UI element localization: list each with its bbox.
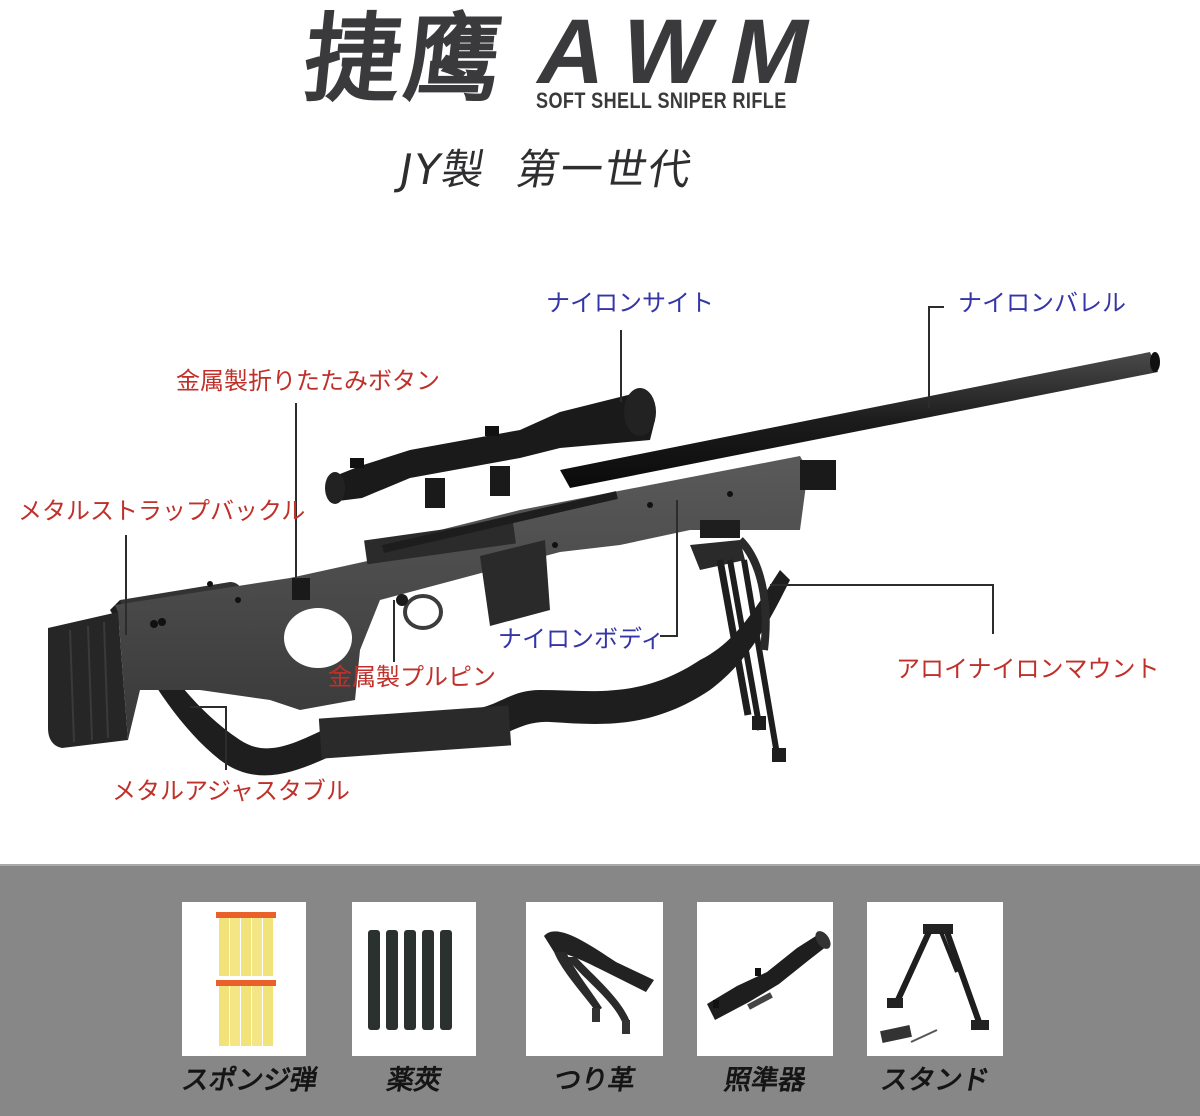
scope-icon	[707, 931, 831, 1020]
title-subtitle: SOFT SHELL SNIPER RIFLE	[536, 88, 787, 113]
label-metal-strap-buckle: メタルストラップバックル	[18, 497, 306, 525]
leader-line-folding-button	[295, 403, 297, 579]
leader-line-mount-h	[770, 584, 994, 586]
sling-strap	[110, 570, 790, 776]
leader-line-adjustable-v	[225, 706, 227, 770]
leader-line-barrel-h	[928, 306, 944, 308]
tagline: JY製 第一世代	[395, 145, 698, 194]
leader-line-mount-v	[992, 584, 994, 634]
title-model: AWM	[529, 1, 842, 103]
rifle-illustration	[48, 352, 1160, 776]
accessory-foam-darts	[182, 902, 306, 1056]
label-nylon-body: ナイロンボディ	[498, 625, 665, 653]
label-nylon-barrel: ナイロンバレル	[958, 289, 1126, 317]
leader-line-adjustable-h	[190, 706, 226, 708]
accessory-label-bipod: スタンド	[878, 1065, 992, 1096]
leader-line-strap-buckle	[125, 535, 127, 635]
rifle-body	[48, 456, 836, 748]
leader-line-body-v	[676, 500, 678, 637]
foam-darts-icon	[216, 912, 276, 1046]
leader-line-barrel-v	[928, 306, 930, 408]
accessory-label-sling-strap: つり革	[551, 1065, 638, 1096]
sling-strap-icon	[544, 931, 654, 1034]
label-metal-pull-pin: 金属製プルピン	[328, 663, 496, 691]
accessory-label-shell-casings: 薬莢	[384, 1065, 444, 1096]
accessories-band: スポンジ弾 薬莢 つり革	[0, 864, 1200, 1116]
scope	[325, 388, 656, 508]
leader-line-scope	[620, 330, 622, 402]
label-alloy-nylon-mount: アロイナイロンマウント	[896, 655, 1160, 683]
leader-line-pull-pin	[393, 600, 395, 662]
label-metal-folding-button: 金属製折りたたみボタン	[176, 367, 440, 395]
accessory-label-scope: 照準器	[721, 1065, 809, 1096]
accessory-scope	[697, 902, 833, 1056]
accessory-label-foam-darts: スポンジ弾	[179, 1065, 320, 1096]
barrel	[560, 352, 1160, 488]
accessory-shell-casings	[352, 902, 476, 1056]
bipod-icon	[880, 924, 989, 1043]
accessory-bipod	[867, 902, 1003, 1056]
accessory-sling-strap	[526, 902, 663, 1056]
label-metal-adjustable: メタルアジャスタブル	[112, 777, 350, 805]
leader-line-body-h	[660, 635, 676, 637]
title-chinese: 捷鹰	[299, 3, 511, 115]
bipod	[690, 520, 786, 762]
shell-casings-icon	[368, 930, 452, 1030]
label-nylon-sight: ナイロンサイト	[546, 289, 714, 317]
